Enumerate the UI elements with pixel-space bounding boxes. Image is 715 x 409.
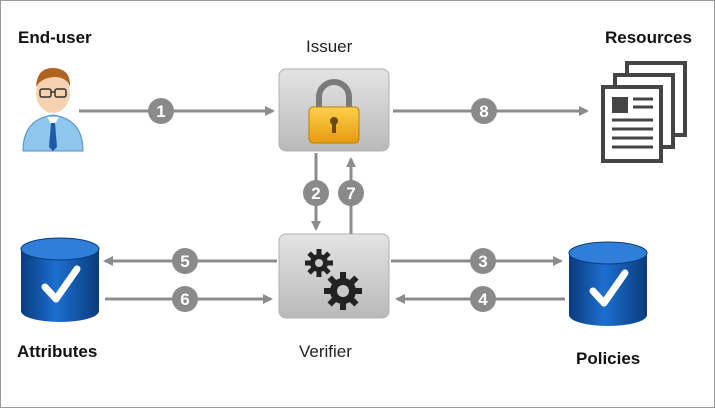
resources-label: Resources	[605, 28, 692, 47]
step-badge-5: 5	[172, 248, 198, 274]
step-number-8: 8	[479, 102, 488, 121]
step-badge-8: 8	[471, 98, 497, 124]
database-check-icon	[568, 241, 648, 326]
step-badge-4: 4	[470, 286, 496, 312]
gears-icon	[305, 249, 362, 310]
step-number-5: 5	[180, 252, 189, 271]
issuer-label: Issuer	[306, 37, 353, 56]
verifier-label: Verifier	[299, 342, 352, 361]
documents-icon	[601, 61, 687, 163]
step-number-4: 4	[478, 290, 488, 309]
step-number-7: 7	[346, 184, 355, 203]
step-badge-2: 2	[303, 180, 329, 206]
verifier-node	[278, 233, 390, 319]
end-user-label: End-user	[18, 28, 92, 47]
step-number-1: 1	[156, 102, 165, 121]
step-number-6: 6	[180, 290, 189, 309]
step-number-2: 2	[311, 184, 320, 203]
step-number-3: 3	[478, 252, 487, 271]
attributes-label: Attributes	[17, 342, 98, 361]
step-badge-7: 7	[338, 180, 364, 206]
step-badge-1: 1	[148, 98, 174, 124]
issuer-node	[278, 68, 390, 152]
padlock-icon	[308, 79, 360, 144]
step-badge-6: 6	[172, 286, 198, 312]
policies-label: Policies	[576, 349, 641, 368]
step-badge-3: 3	[470, 248, 496, 274]
user-avatar-icon	[22, 67, 84, 152]
database-check-icon	[20, 237, 100, 322]
